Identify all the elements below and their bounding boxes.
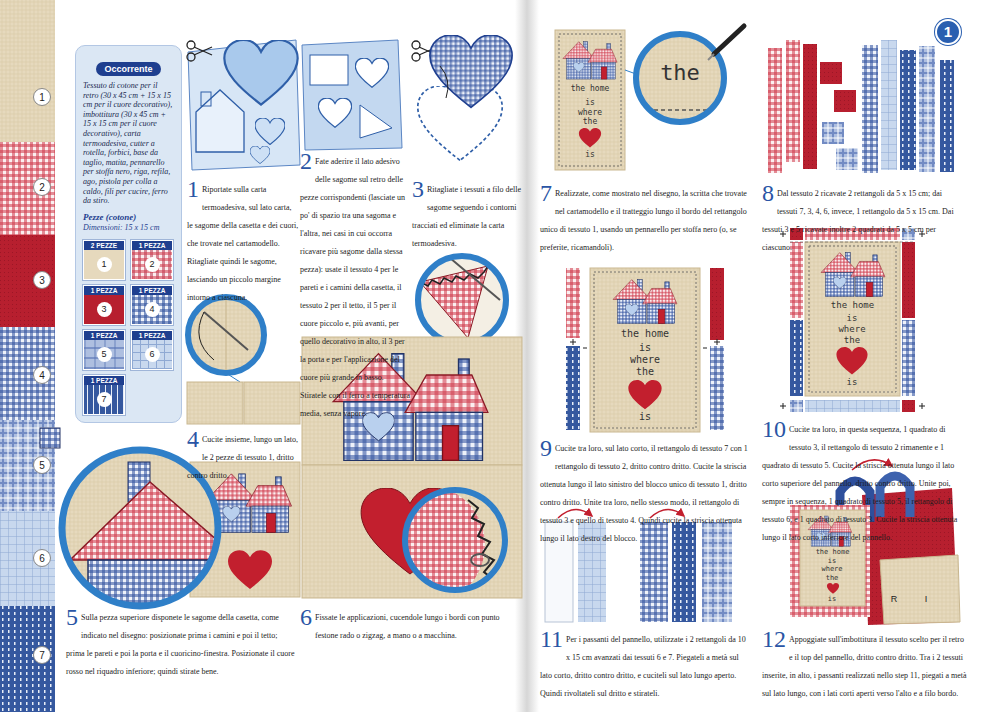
callout-number: 5 [97, 347, 112, 362]
callout-number: 4 [33, 366, 51, 384]
fabric-swatch: 2 PEZZE 1 [83, 240, 125, 280]
fabric-swatch: 1 PEZZA 5 [83, 330, 125, 370]
step-text: 12Appoggiate sull'imbottitura il tessuto… [762, 628, 967, 700]
side-mark: R [887, 594, 901, 605]
step-text: 7Realizzate, come mostrato nel disegno, … [540, 182, 750, 254]
step-body: Ritagliate i tessuti a filo delle sagome… [412, 185, 521, 248]
step-body: Appoggiate sull'imbottitura il tessuto s… [762, 635, 967, 698]
quantity-label: 1 PEZZA [84, 376, 124, 385]
fabric-swatch: 1 PEZZA 4 [131, 285, 173, 325]
step-number: 8 [762, 183, 774, 203]
step-number: 12 [762, 629, 786, 649]
quantity-label: 1 PEZZA [84, 286, 124, 295]
lettering: is [575, 150, 605, 160]
step-body: Cucite insieme, lungo un lato, le 2 pezz… [187, 435, 298, 480]
callout-number: 1 [33, 88, 51, 106]
callout-number: 2 [33, 178, 51, 196]
lettering: is where the [834, 313, 870, 345]
step-text: 3Ritagliate i tessuti a filo delle sagom… [412, 178, 527, 250]
lettering: the [640, 60, 720, 86]
step-text: 10Cucite tra loro, in questa sequenza, 1… [762, 418, 967, 544]
step-body: Per i passanti del pannello, utilizzate … [540, 635, 746, 698]
side-mark: I [919, 594, 933, 605]
step-body: Cucite tra loro, in questa sequenza, 1 q… [762, 425, 957, 542]
lettering: the home [800, 548, 865, 556]
zoom-roof [418, 256, 508, 346]
fabric-sheet [302, 40, 402, 150]
callout-number: 2 [145, 257, 160, 272]
callout-number: 1 [97, 257, 112, 272]
lettering: is [625, 411, 665, 423]
placement-view [40, 428, 300, 620]
callout-number: 3 [33, 271, 51, 289]
callout-number: 5 [33, 456, 51, 474]
step-number: 2 [300, 151, 312, 171]
step-number: 4 [187, 429, 199, 449]
step-text: 8Dal tessuto 2 ricavate 2 rettangoli da … [762, 182, 962, 254]
step-text: 2Fate aderire il lato adesivo delle sago… [300, 150, 410, 420]
step-number: 10 [762, 419, 786, 439]
cut-strips [768, 40, 954, 173]
fabric-swatch: 1 PEZZA 2 [131, 240, 173, 280]
loop-strips [545, 509, 732, 622]
callout-number: 6 [145, 347, 160, 362]
materials-list: Tessuto di cotone per il retro (30 x 45 … [83, 81, 174, 206]
step-number: 9 [540, 438, 552, 458]
materials-panel: OccorrenteTessuto di cotone per il retro… [75, 45, 182, 423]
assembly-side [566, 268, 724, 432]
step-number: 3 [412, 179, 424, 199]
step-body: Realizzate, come mostrato nel disegno, l… [540, 189, 747, 252]
assembly-ends [780, 228, 925, 412]
callout-number: 6 [33, 549, 51, 567]
step-body: Riportate sulla carta termoadesiva, sul … [187, 185, 298, 302]
fabric-strip [0, 0, 55, 712]
lettering: the home [805, 300, 900, 311]
lettering: is [819, 595, 845, 603]
lettering: is where the [625, 342, 665, 378]
callout-number: 7 [97, 392, 112, 407]
dimension-note: Dimensioni: 15 x 15 cm [83, 223, 174, 233]
zoom-stitch [365, 485, 506, 605]
step-number: 6 [300, 607, 312, 627]
lettering: the home [558, 84, 622, 94]
page-number: 1 [935, 19, 961, 45]
step-text: 4Cucite insieme, lungo un lato, le 2 pez… [187, 428, 299, 482]
lettering-panel [555, 26, 744, 170]
panel-heading: Pezze (cotone) [83, 212, 174, 223]
fabric-swatch: 1 PEZZA 3 [83, 285, 125, 325]
step-text: 1Riportate sulla carta termoadesiva, sul… [187, 178, 299, 304]
quantity-label: 1 PEZZA [132, 241, 172, 250]
panel-title: Occorrente [96, 62, 160, 76]
quantity-label: 1 PEZZA [84, 331, 124, 340]
lettering: is [834, 377, 870, 388]
step-text: 11Per i passanti del pannello, utilizzat… [540, 628, 750, 700]
step-text: 6Fissate le applicazioni, cucendole lung… [300, 606, 512, 642]
cut-hearts [418, 35, 512, 160]
step-text: 9Cucite tra loro, sul lato corto, il ret… [540, 437, 750, 545]
callout-number: 3 [97, 302, 112, 317]
step-body: Cucite tra loro, sul lato corto, il rett… [540, 444, 748, 543]
template-sheet [188, 40, 300, 170]
step-number: 7 [540, 183, 552, 203]
lettering: is where the [819, 557, 845, 582]
quantity-label: 2 PEZZE [84, 241, 124, 250]
lettering: the home [595, 328, 695, 340]
fabric-swatch: 1 PEZZA 7 [83, 375, 125, 415]
lettering: is where the [575, 98, 605, 127]
step-body: Fate aderire il lato adesivo delle sagom… [300, 157, 410, 418]
callout-number: 7 [33, 646, 51, 664]
step-number: 1 [187, 179, 199, 199]
step-body: Sulla pezza superiore disponete le sagom… [66, 613, 295, 676]
callout-number: 4 [145, 302, 160, 317]
step-number: 5 [66, 607, 78, 627]
step-body: Dal tessuto 2 ricavate 2 rettangoli da 5… [762, 189, 954, 252]
step-number: 11 [540, 629, 563, 649]
step-text: 5Sulla pezza superiore disponete le sago… [66, 606, 298, 678]
step-body: Fissate le applicazioni, cucendole lungo… [315, 613, 500, 640]
zoom-seam [187, 297, 300, 424]
quantity-label: 1 PEZZA [132, 286, 172, 295]
quantity-label: 1 PEZZA [132, 331, 172, 340]
fabric-swatch: 1 PEZZA 6 [131, 330, 173, 370]
